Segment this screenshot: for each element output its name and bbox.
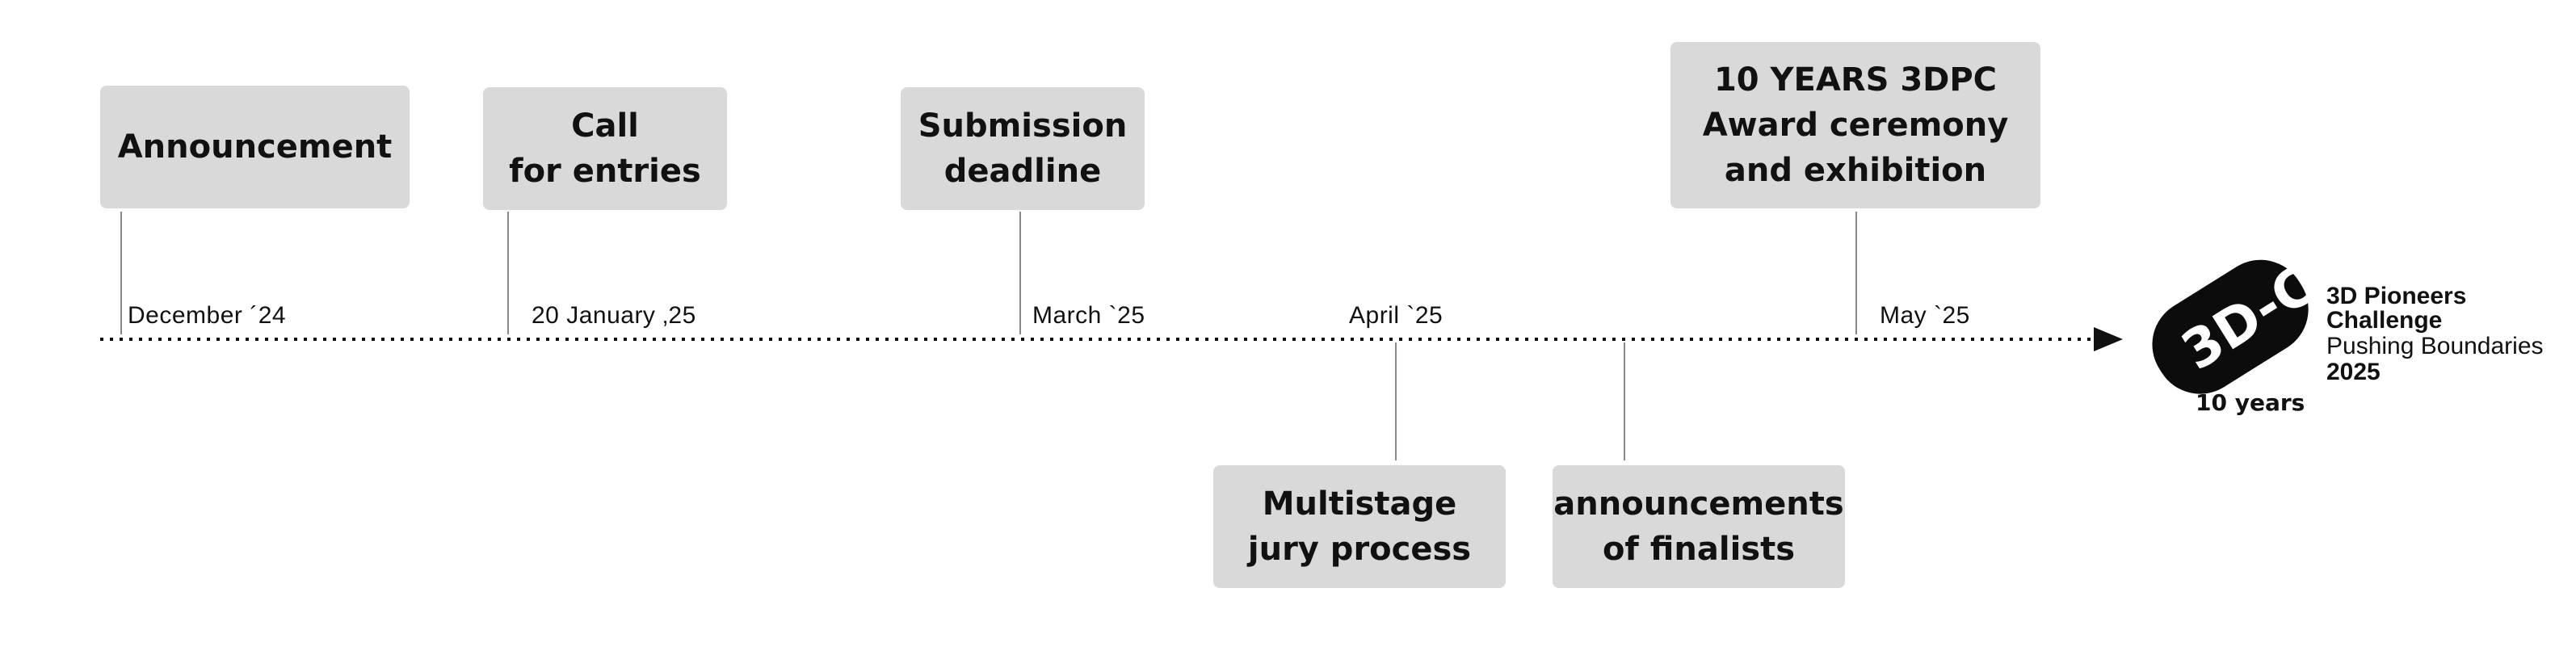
stem xyxy=(1855,212,1857,334)
milestone-award-ceremony: 10 YEARS 3DPC Award ceremony and exhibit… xyxy=(1670,42,2040,208)
brand-line-1: 3D Pioneers xyxy=(2326,283,2467,309)
milestone-announcement: Announcement xyxy=(100,86,410,208)
brand-line-2: Challenge xyxy=(2326,307,2443,334)
stem xyxy=(1395,342,1397,460)
milestone-label: Call for entries xyxy=(509,107,701,190)
brand-line-3: Pushing Boundaries xyxy=(2326,333,2544,359)
milestone-jury-process: Multistage jury process xyxy=(1213,465,1506,588)
brand-line-4: 2025 xyxy=(2326,359,2381,385)
milestone-call-for-entries: Call for entries xyxy=(483,87,727,210)
milestone-date: 20 January ‚25 xyxy=(532,302,696,329)
milestone-date: December ´24 xyxy=(128,302,287,329)
milestone-date: March `25 xyxy=(1032,302,1145,329)
milestone-date: May `25 xyxy=(1880,302,1970,329)
arrow-head-icon xyxy=(2094,327,2123,351)
milestone-label: Announcement xyxy=(117,128,393,166)
milestone-label: announcements of finalists xyxy=(1553,485,1844,568)
stem xyxy=(507,212,509,334)
stem xyxy=(1624,342,1625,460)
milestone-label: 10 YEARS 3DPC Award ceremony and exhibit… xyxy=(1702,61,2009,189)
3dpc-logo-icon: 3D-C xyxy=(2152,254,2326,394)
milestone-date: April `25 xyxy=(1349,302,1443,329)
milestone-label: Submission deadline xyxy=(918,107,1128,190)
milestone-label: Multistage jury process xyxy=(1247,485,1472,568)
milestone-submission-deadline: Submission deadline xyxy=(901,87,1145,210)
logo-subtitle: 10 years xyxy=(2196,389,2305,416)
milestone-finalists: announcements of finalists xyxy=(1553,465,1845,588)
stem xyxy=(120,212,122,334)
stem xyxy=(1019,212,1021,334)
